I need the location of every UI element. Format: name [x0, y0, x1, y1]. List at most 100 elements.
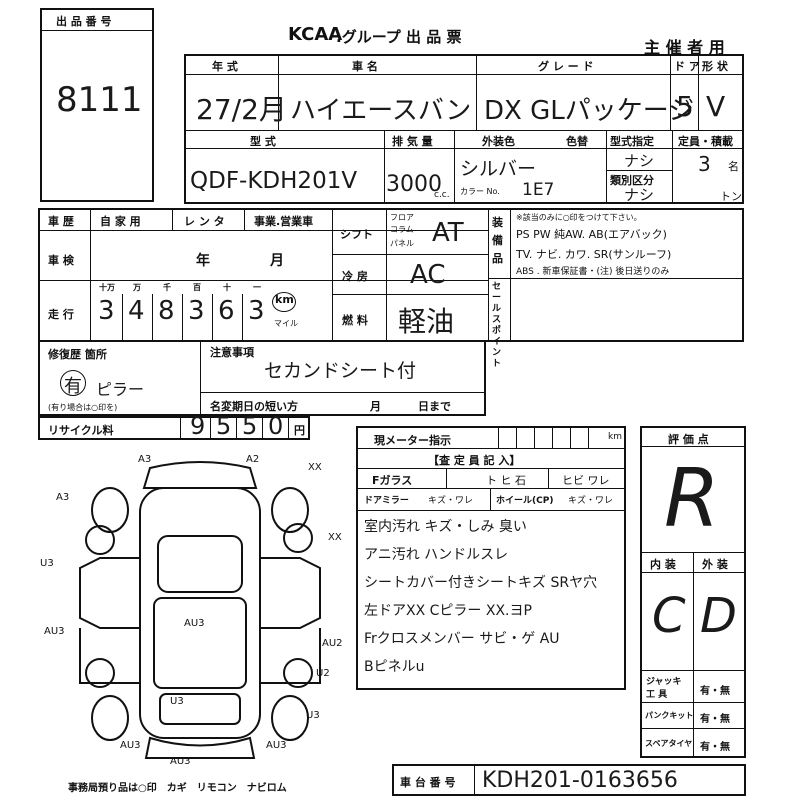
displacement-value: 3000 — [386, 172, 442, 197]
type-spec-value: ナシ — [624, 152, 655, 170]
inspector-comment: 左ドアXX Cピラー XX.ヨP — [364, 603, 532, 619]
inspector-comment: 室内汚れ キズ・しみ 臭い — [364, 519, 527, 535]
notes-value: セカンドシート付 — [264, 360, 417, 382]
car-damage-diagram: A3 A2 XX A3 U3 AU3 AU3 XX AU2 U2 U3 AU3 … — [40, 454, 343, 767]
type-spec-label: 型式指定 — [610, 135, 654, 148]
name-label: 車 名 — [352, 60, 378, 73]
mark-u3-right: U3 — [306, 710, 320, 721]
mileage-unit-label: 一 — [253, 283, 261, 292]
color-code-value: 1E7 — [522, 180, 555, 200]
chassis-value: KDH201-0163656 — [482, 768, 678, 793]
color-change-label: 色替 — [566, 135, 588, 148]
inspection-year: 年 — [196, 253, 210, 269]
history-opt-private[interactable]: 自 家 用 — [100, 215, 141, 228]
model-label: 型 式 — [250, 135, 276, 148]
equipment-note: ※該当のみに○印をつけて下さい。 — [516, 213, 642, 222]
shift-opt-panel[interactable]: パネル — [390, 239, 414, 248]
mark-au3-bottomleft: AU3 — [120, 740, 141, 751]
mile-label: マイル — [274, 319, 298, 328]
recycle-digit: 5 — [216, 412, 232, 440]
shift-value: AT — [432, 218, 464, 248]
mark-au3-center: AU3 — [184, 618, 205, 629]
inspector-comment: アニ汚れ ハンドルスレ — [364, 547, 509, 563]
year-value: 27/2月 — [196, 93, 287, 126]
capacity-unit: 名 — [728, 160, 739, 173]
doors-value: 5 — [676, 90, 694, 123]
inspector-comment: シートカバー付きシートキズ SRヤ穴 — [364, 575, 598, 591]
shift-opt-floor[interactable]: フロア — [390, 213, 414, 222]
ton-unit: トン — [720, 190, 742, 203]
repair-label: 修復歴 箇所 — [48, 348, 107, 361]
mileage-unit-label: 万 — [133, 283, 141, 292]
logo-text: KCAA — [288, 24, 343, 45]
spare-option[interactable]: 有・無 — [700, 742, 730, 753]
mileage-digit: 4 — [128, 296, 145, 326]
crack-options[interactable]: ヒビ ワレ — [562, 474, 610, 487]
shift-opt-column[interactable]: コラム — [390, 225, 414, 234]
form-title: .グループ 出 品 票 — [336, 28, 462, 46]
wheel-options[interactable]: キズ・ワレ — [568, 496, 614, 506]
chassis-row: 車 台 番 号 KDH201-0163656 — [392, 764, 746, 796]
shape-label: 形 状 — [702, 60, 728, 73]
mileage-unit-label: 千 — [163, 283, 171, 292]
meter-unit: km — [608, 432, 622, 442]
mileage-digit: 3 — [248, 296, 265, 326]
puncture-option[interactable]: 有・無 — [700, 714, 730, 725]
wheel-label: ホイール(CP) — [496, 496, 554, 506]
repair-hint: (有り場合は○印を) — [48, 403, 118, 412]
mark-u3-left: U3 — [40, 558, 54, 569]
recycle-unit: 円 — [294, 424, 305, 437]
fuel-value: 軽油 — [398, 305, 455, 338]
inspector-comment: Frクロスメンバー サビ・ゲ AU — [364, 631, 560, 647]
mark-au2-right: AU2 — [322, 638, 343, 649]
inspector-section-label: 【査 定 員 記 入】 — [428, 454, 521, 467]
ac-value: AC — [410, 260, 446, 290]
mileage-digit: 8 — [158, 296, 175, 326]
history-label: 車 歴 — [48, 215, 74, 228]
mileage-unit-label: 百 — [193, 283, 201, 292]
lot-label: 出 品 番 号 — [56, 15, 112, 28]
mark-xx-right: XX — [328, 532, 342, 543]
mileage-digit: 3 — [188, 296, 205, 326]
capacity-label: 定員・積載 — [678, 135, 733, 148]
mileage-label: 走 行 — [48, 308, 74, 321]
main-spec-table: 年 式 27/2月 車 名 ハイエースバン グ レ ー ド DX GLパッケージ… — [184, 54, 744, 204]
color-code-label: カラー No. — [460, 187, 500, 196]
organizer-label: 主 催 者 用 — [644, 38, 725, 57]
lot-number: 8111 — [56, 80, 143, 120]
recycle-digit: 0 — [268, 412, 284, 440]
jack-option[interactable]: 有・無 — [700, 686, 730, 697]
glass-options[interactable]: ト ヒ 石 — [486, 474, 526, 487]
deadline-month: 月 — [370, 400, 381, 413]
mark-a3-left: A3 — [56, 492, 69, 503]
km-label: km — [275, 293, 294, 306]
recycle-label: リサイクル料 — [48, 424, 114, 437]
lot-box: 出 品 番 号 8111 — [40, 8, 154, 202]
equipment-line1: PS PW 純AW. AB(エアバック) — [516, 228, 667, 241]
inspection-month: 月 — [270, 253, 284, 269]
inspection-label: 車 検 — [48, 254, 74, 267]
spare-label: スペアタイヤ — [645, 739, 693, 748]
shift-label: シフト — [340, 228, 373, 241]
score-box: 評 価 点 R 内 装 外 装 C D ジャッキ 工 具 有・無 パンクキット … — [640, 426, 746, 758]
mark-a2-top: A2 — [246, 454, 259, 465]
mirror-label: ドアミラー — [364, 496, 409, 506]
color-label: 外装色 — [482, 135, 515, 148]
mileage-digit: 6 — [218, 296, 235, 326]
grade-label: グ レ ー ド — [538, 60, 594, 73]
year-label: 年 式 — [212, 60, 238, 73]
sales-point-label: セールスポイント — [492, 282, 502, 369]
repair-value: 有 — [64, 376, 82, 397]
mirror-options[interactable]: キズ・ワレ — [428, 496, 474, 506]
mark-au3-right: AU3 — [266, 740, 287, 751]
color-value: シルバー — [460, 158, 537, 180]
history-opt-rental[interactable]: レ ン タ — [184, 215, 225, 228]
notes-label: 注意事項 — [210, 346, 254, 359]
glass-label: Fガラス — [372, 474, 413, 487]
repair-note: ピラー — [96, 380, 145, 399]
history-opt-commercial[interactable]: 事業.営業車 — [254, 215, 314, 228]
grade-value: DX GLパッケージ — [484, 96, 695, 126]
category-label: 類別区分 — [610, 174, 654, 187]
doors-label: ド ア — [674, 60, 700, 73]
